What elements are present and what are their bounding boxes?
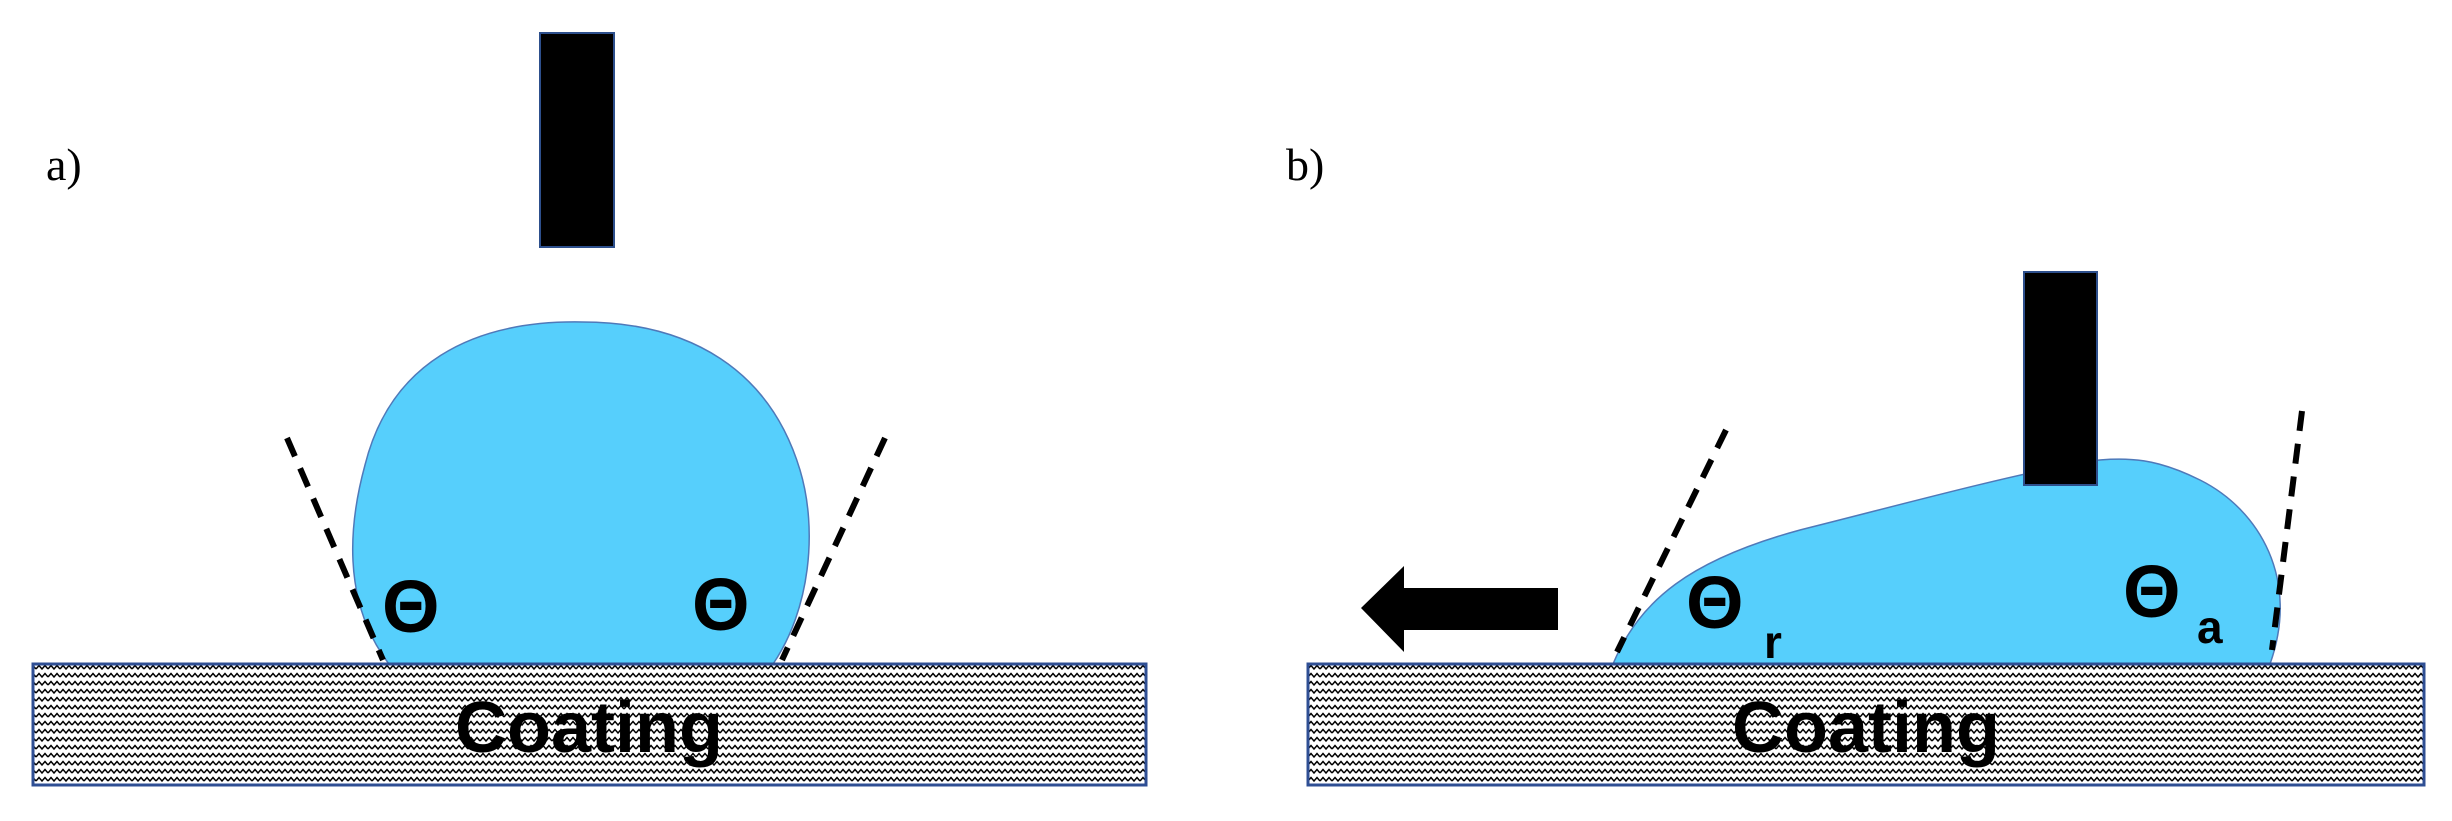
panel-a-tangent-left	[284, 436, 386, 662]
panel-a-substrate-label: Coating	[455, 688, 723, 768]
panel-a-angle-right: Θ	[692, 563, 750, 646]
panel-b: b) Θ r Θ a Coating	[1286, 139, 2426, 787]
panel-a-substrate: Coating	[31, 662, 1148, 787]
panel-b-tangent-advancing	[2269, 410, 2305, 651]
panel-b-substrate-label: Coating	[1732, 688, 2000, 768]
panel-a-label: a)	[46, 139, 82, 190]
left-arrow-icon	[1361, 566, 1558, 652]
panel-b-substrate-border	[1306, 662, 2426, 787]
panel-a: a) Θ Θ Coating	[31, 32, 1148, 787]
panel-b-tangent-receding	[1614, 428, 1729, 654]
panel-b-angle-receding-subscript: r	[1764, 616, 1782, 668]
panel-a-substrate-texture	[33, 664, 1146, 785]
panel-a-droplet	[352, 321, 810, 665]
panel-a-tangent-right	[779, 436, 888, 662]
panel-b-angle-receding-symbol: Θ	[1686, 561, 1744, 644]
panel-b-needle	[2023, 271, 2098, 486]
panel-b-angle-advancing-subscript: a	[2197, 601, 2223, 653]
panel-a-needle	[539, 32, 615, 248]
panel-b-substrate-texture	[1308, 664, 2424, 785]
panel-a-angle-left: Θ	[382, 565, 440, 648]
panel-b-substrate: Coating	[1306, 662, 2426, 787]
panel-b-angle-advancing-symbol: Θ	[2123, 550, 2181, 633]
panel-b-angle-advancing: Θ a	[2123, 550, 2223, 653]
panel-b-angle-receding: Θ r	[1686, 561, 1782, 668]
panel-a-substrate-border	[31, 662, 1148, 787]
panel-b-label: b)	[1286, 139, 1324, 190]
